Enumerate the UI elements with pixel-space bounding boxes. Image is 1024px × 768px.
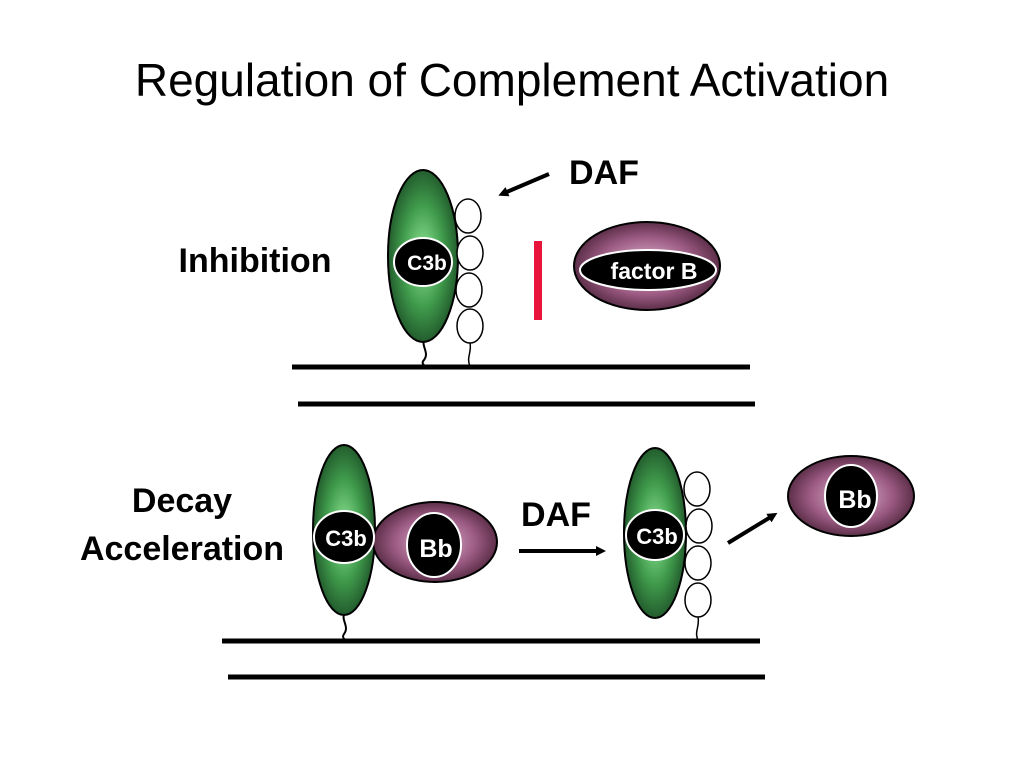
daf-domain <box>684 582 712 618</box>
daf-domain <box>456 235 484 271</box>
decay-panel: Decay Acceleration C3b Bb DAF C3b <box>80 444 915 680</box>
daf-label: DAF <box>521 496 591 534</box>
daf-domain <box>456 308 484 344</box>
daf-domain <box>685 508 713 544</box>
release-arrow <box>726 512 778 545</box>
c3b-core <box>625 509 685 561</box>
bb-core <box>824 464 878 528</box>
daf-anchor <box>467 342 472 367</box>
daf-domain <box>684 545 712 581</box>
daf-domain <box>454 198 482 234</box>
c3b-label: C3b <box>325 526 367 551</box>
decay-label-line1: Decay <box>132 482 232 520</box>
bb-label: Bb <box>838 486 871 514</box>
c3b-tether <box>421 337 427 368</box>
inhibition-label: Inhibition <box>179 242 332 280</box>
daf-chain <box>454 198 484 367</box>
c3b-label: C3b <box>636 524 678 549</box>
c3b-tether <box>342 611 347 642</box>
daf-domain <box>683 471 711 507</box>
factor-b-core <box>579 249 717 291</box>
decay-label-line2: Acceleration <box>80 530 284 568</box>
factor-b-label: factor B <box>611 258 698 284</box>
c3b-core <box>313 510 375 564</box>
slide-title: Regulation of Complement Activation <box>135 54 889 106</box>
daf-chain <box>683 471 713 641</box>
bb-core <box>406 512 462 578</box>
daf-anchor <box>695 616 700 641</box>
bb-label: Bb <box>419 535 452 563</box>
daf-label: DAF <box>569 154 639 192</box>
c3b-core <box>393 237 453 287</box>
daf-domain <box>455 272 483 308</box>
daf-pointer-arrow <box>498 172 550 197</box>
inhibition-panel: Inhibition C3b DAF factor B <box>179 154 755 407</box>
c3b-label: C3b <box>407 252 447 275</box>
